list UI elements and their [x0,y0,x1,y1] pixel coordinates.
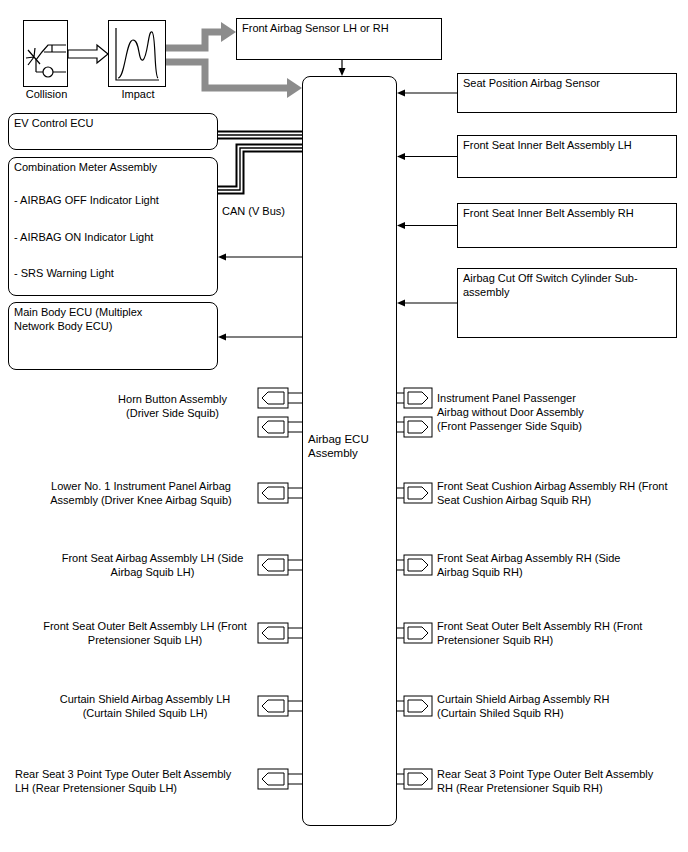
connector [397,153,457,160]
box-title: Collision [4,88,89,102]
connector-line [224,336,302,337]
box-title: Combination Meter Assembly [14,161,212,175]
squib-label: Rear Seat 3 Point Type Outer Belt Assemb… [15,768,237,796]
squib-label: Curtain Shield Airbag Assembly RH (Curta… [437,693,647,721]
squib-label: Curtain Shield Airbag Assembly LH (Curta… [40,693,250,721]
bus-line [218,134,302,135]
squib-label: Horn Button Assembly (Driver Side Squib) [110,393,235,421]
squib-label: Lower No. 1 Instrument Panel Airbag Asse… [30,480,252,508]
box-title: Impact [89,88,187,102]
connector [397,300,457,307]
box-title: Front Seat Inner Belt Assembly RH [463,207,671,221]
box-item: - AIRBAG OFF Indicator Light [14,194,212,208]
connector-line [166,32,226,48]
connector-line [166,62,292,88]
connector [218,334,302,341]
connector [218,254,302,261]
block-arrow [68,45,108,63]
bus-line [218,148,302,190]
meter-box: Combination Meter Assembly - AIRBAG OFF I… [8,157,218,296]
squib-label: Instrument Panel Passenger Airbag withou… [437,392,607,433]
box-title: Front Seat Inner Belt Assembly LH [463,139,671,153]
bus-line [218,148,302,190]
switch-box: Airbag Cut Off Switch Cylinder Sub-assem… [457,268,677,338]
connector [397,222,457,229]
sensor-box: Seat Position Airbag Sensor [457,73,677,113]
box-item: - AIRBAG ON Indicator Light [14,231,212,245]
connector [218,148,302,190]
connector [339,60,346,76]
connector [166,22,236,48]
connector [397,90,457,97]
box-title: Airbag ECU Assembly [308,432,391,461]
connector-line [224,256,302,257]
impact-graph [116,28,159,80]
box-item: - SRS Warning Light [14,267,212,281]
arrow-head [397,300,405,307]
box-title: EV Control ECU [14,117,212,131]
collision-box: Collision [23,20,68,87]
squib-label: Front Seat Airbag Assembly LH (Side Airb… [60,552,245,580]
belt-box: Front Seat Inner Belt Assembly RH [457,203,677,248]
box-title: Seat Position Airbag Sensor [463,77,671,91]
arrow-head [397,222,405,229]
box-title: Front Airbag Sensor LH or RH [242,22,436,36]
squib-label: Rear Seat 3 Point Type Outer Belt Assemb… [437,768,659,796]
ecu-box: Airbag ECU Assembly [302,76,397,826]
box-title: Main Body ECU (Multiplex Network Body EC… [14,306,179,334]
arrow-head [397,90,405,97]
bus-line [218,131,302,140]
connector-line [403,92,457,93]
squib-label: Front Seat Airbag Assembly RH (Side Airb… [437,552,622,580]
bus-line [218,133,302,138]
bus-line [218,148,302,190]
arrow-head [339,68,346,76]
ecu-box: Main Body ECU (Multiplex Network Body EC… [8,302,218,370]
connector-line [403,225,457,226]
connector [68,45,108,63]
arrow-head [218,334,226,341]
connector-line [403,156,457,157]
connector [166,62,302,98]
bus-label: CAN (V Bus) [222,205,302,219]
arrow-head [218,254,226,261]
squib-label: Front Seat Outer Belt Assembly LH (Front… [40,620,250,648]
arrow-head [397,153,405,160]
connector-line [403,302,457,303]
box-title: Airbag Cut Off Switch Cylinder Sub-assem… [463,272,663,300]
squib-label: Front Seat Outer Belt Assembly RH (Front… [437,620,647,648]
collision-icon [26,45,66,77]
connector [218,135,302,136]
ecu-box: EV Control ECU [8,113,218,150]
arrow-head [287,78,302,98]
squib-label: Front Seat Cushion Airbag Assembly RH (F… [437,480,677,508]
belt-box: Front Seat Inner Belt Assembly LH [457,135,677,178]
arrow-head [221,22,236,42]
sensor-box: Front Airbag Sensor LH or RH [236,18,442,60]
impact-box: Impact [108,20,166,87]
